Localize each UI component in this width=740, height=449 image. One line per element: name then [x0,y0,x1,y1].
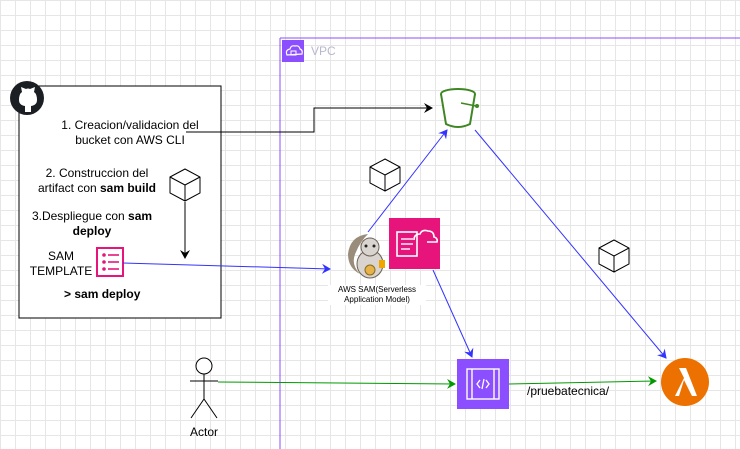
list-icon [96,247,124,277]
package-cube-icon [598,239,630,273]
step-2-label: 2. Construccion del artifact con sam bui… [37,166,157,195]
package-cube-icon [369,158,401,192]
actor-label: Actor [190,425,219,439]
arrow-to-s3 [186,103,433,133]
api-gateway-icon [457,359,509,409]
actor-icon [190,357,218,419]
arrow-apigw-to-lambda [508,376,657,387]
arrow-s3-to-lambda [474,129,667,359]
sam-squirrel-icon [348,234,385,279]
arrow-sam-to-s3 [367,129,448,233]
pipeline-box [18,85,222,319]
package-cube-icon [169,168,201,202]
route-label: /pruebatecnica/ [527,384,610,398]
arrow-sam-to-apigw [432,269,474,358]
lambda-icon [661,358,709,406]
cloud-template-icon [389,218,440,269]
deploy-command: > sam deploy [64,287,141,301]
sam-template-label: SAM TEMPLATE [29,249,93,278]
vpc-icon [282,40,304,62]
sam-caption: AWS SAM(Serverless Application Model) [328,285,426,305]
vpc-boundary [279,37,740,449]
github-icon [10,81,44,115]
arrow-actor-to-apigw [217,378,456,389]
s3-bucket-icon [440,88,479,128]
arrow-template-to-sam [122,262,331,274]
step-1-label: 1. Creacion/validacion del bucket con AW… [61,118,199,147]
vpc-label: VPC [311,44,336,58]
step-3-label: 3.Despliegue con sam deploy [31,209,153,238]
